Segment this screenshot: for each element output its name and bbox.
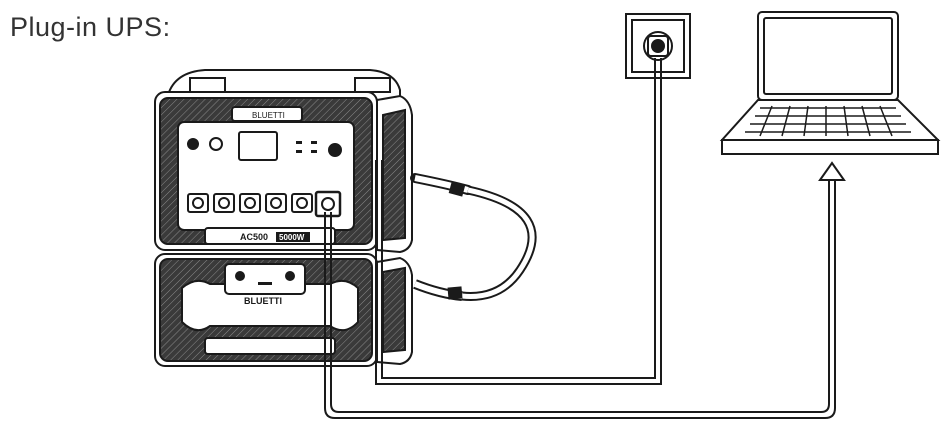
lcd-display: [238, 131, 278, 161]
ac500-control-panel: [187, 131, 342, 161]
ac500-unit: [154, 69, 413, 254]
diagram-title: Plug-in UPS:: [10, 12, 171, 42]
b300-battery: [154, 253, 413, 367]
knob-icon: [209, 137, 223, 151]
model-power-badge: [276, 232, 310, 242]
ups-output-cable: [324, 178, 836, 419]
ac500-power-label: 5000W: [279, 233, 305, 242]
ac-output-sockets: [187, 190, 342, 218]
power-button-icon: [187, 138, 199, 150]
main-switch-icon: [328, 143, 342, 157]
arrow-up-icon: [818, 161, 846, 181]
wall-outlet-icon: [625, 13, 691, 79]
ac500-model-label: AC500: [240, 232, 268, 242]
b300-brand-label: BLUETTI: [244, 296, 282, 306]
ac500-brand-label: BLUETTI: [252, 111, 285, 120]
ac-input-cable: [375, 58, 662, 385]
laptop-icon: [719, 11, 941, 155]
battery-connection-cable: [410, 173, 537, 301]
